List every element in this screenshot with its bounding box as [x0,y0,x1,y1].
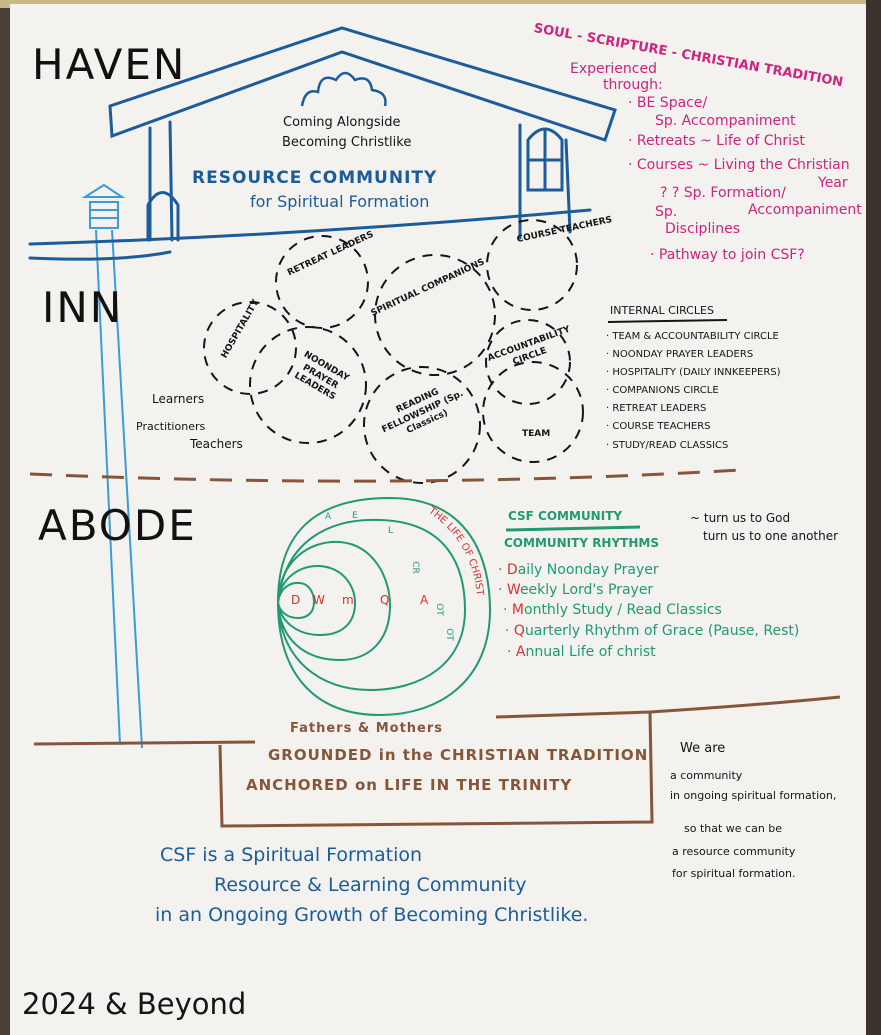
we-are-line: in ongoing spiritual formation, [670,789,837,802]
circle-spiritual-companions [374,254,496,376]
mission-line-1: CSF is a Spiritual Formation [160,844,423,866]
internal-circles-underline [607,319,728,323]
mission-line-3: in an Ongoing Growth of Becoming Christl… [155,904,589,926]
internal-circle-item: · STUDY/READ CLASSICS [606,440,729,451]
pink-item: Disciplines [665,221,740,237]
we-are-line: for spiritual formation. [672,867,796,880]
house-line-2: Becoming Christlike [282,135,412,150]
circle-reading-fellowship [363,366,481,484]
we-are-line: a community [670,769,743,782]
season-letter: L [388,526,394,536]
rhythm-item-quarterly: · Quarterly Rhythm of Grace (Pause, Rest… [505,623,800,639]
section-title-abode: ABODE [38,501,197,550]
rhythm-initial: M [511,602,524,618]
inn-abode-divider [29,468,741,483]
internal-circle-item: · COURSE TEACHERS [606,421,711,432]
internal-circles-title: INTERNAL CIRCLES [610,304,714,317]
board-right-edge [866,0,881,1035]
house-icon [28,26,617,261]
internal-circle-item: · RETREAT LEADERS [606,403,707,414]
pink-item: ? ? Sp. Formation/ [660,185,786,201]
pink-intro-1: Experienced [570,61,657,77]
rhythm-item-weekly: · Weekly Lord's Prayer [498,582,654,598]
rhythm-letter-quarterly: Q [380,593,390,607]
rhythm-text: eekly Lord's Prayer [519,582,654,598]
well-pole [95,229,143,749]
community-rhythms-subtitle: COMMUNITY RHYTHMS [504,536,659,550]
internal-circle-item: · NOONDAY PRAYER LEADERS [606,349,754,360]
rhythm-letter-monthly: m [342,593,354,607]
rhythm-diagram [276,496,492,717]
rhythm-item-daily: · Daily Noonday Prayer [498,562,659,578]
footer-year: 2024 & Beyond [22,987,247,1021]
rhythm-item-monthly: · Monthly Study / Read Classics [503,602,722,618]
resource-subtitle: for Spiritual Formation [250,192,430,211]
practitioners-label: Practitioners [136,420,206,433]
section-title-inn: INN [42,283,124,332]
pink-item: · Pathway to join CSF? [650,247,805,263]
we-are-line: a resource community [672,845,796,858]
pink-item: · Retreats ~ Life of Christ [628,133,805,149]
resource-title: RESOURCE COMMUNITY [192,168,438,188]
flip-chart-paper [10,4,866,1035]
pink-item: Sp. [655,204,678,220]
rhythm-letter-annual: A [420,593,429,607]
circle-hospitality [203,301,297,395]
mission-line-2: Resource & Learning Community [214,874,527,896]
rhythm-initial: W [506,582,520,598]
circle-accountability [485,319,571,405]
learners-label: Learners [152,392,205,406]
season-letter: OT [443,628,454,641]
section-title-haven: HAVEN [32,40,187,89]
teachers-label: Teachers [190,437,243,451]
we-are-line: so that we can be [684,822,783,835]
well-icon [81,183,126,229]
rhythm-initial: D [506,562,518,578]
pink-item: Sp. Accompaniment [655,113,796,129]
pink-intro-2: through: [603,77,663,93]
circle-team [482,361,584,463]
internal-circle-item: · COMPANIONS CIRCLE [606,385,719,396]
season-letter: CR [409,561,420,574]
rhythm-text: aily Noonday Prayer [517,562,659,578]
circle-noonday-prayer [249,326,367,444]
csf-community-title: CSF COMMUNITY [508,509,623,523]
foundation-line-1: Fathers & Mothers [290,721,444,736]
turn-to-one-another: turn us to one another [703,529,839,543]
circle-label-team: TEAM [522,429,551,439]
rhythm-text: onthly Study / Read Classics [524,602,722,618]
we-are-line: We are [680,741,726,756]
season-letter: E [352,511,358,521]
pink-item: · Courses ~ Living the Christian [628,157,850,173]
season-letter: OT [433,603,444,616]
inn-circles [203,219,584,484]
internal-circle-item: · HOSPITALITY (DAILY INNKEEPERS) [606,367,781,378]
cloud-icon [300,71,387,107]
pink-item: Year [818,175,848,191]
rhythm-letter-daily: D [291,593,301,607]
rhythm-text: nnual Life of christ [525,644,656,660]
pink-item: · BE Space/ [628,95,708,111]
foundation-lines [33,695,841,828]
rhythm-initial: Q [513,623,525,639]
foundation-line-3: ANCHORED on LIFE IN THE TRINITY [246,776,573,794]
house-line-1: Coming Alongside [283,115,401,130]
csf-underline [505,525,641,532]
rhythm-letter-weekly: W [313,593,325,607]
rhythm-item-annual: · Annual Life of christ [507,644,656,660]
turn-to-god: ~ turn us to God [690,511,791,525]
circle-retreat-leaders [275,235,369,329]
foundation-line-2: GROUNDED in the CHRISTIAN TRADITION [268,746,649,764]
circle-course-teachers [486,219,578,311]
pink-item: Accompaniment [748,202,862,218]
rhythm-text: uarterly Rhythm of Grace (Pause, Rest) [524,623,800,639]
season-letter: A [325,512,332,522]
rhythm-initial: A [515,644,526,660]
internal-circle-item: · TEAM & ACCOUNTABILITY CIRCLE [606,331,779,342]
